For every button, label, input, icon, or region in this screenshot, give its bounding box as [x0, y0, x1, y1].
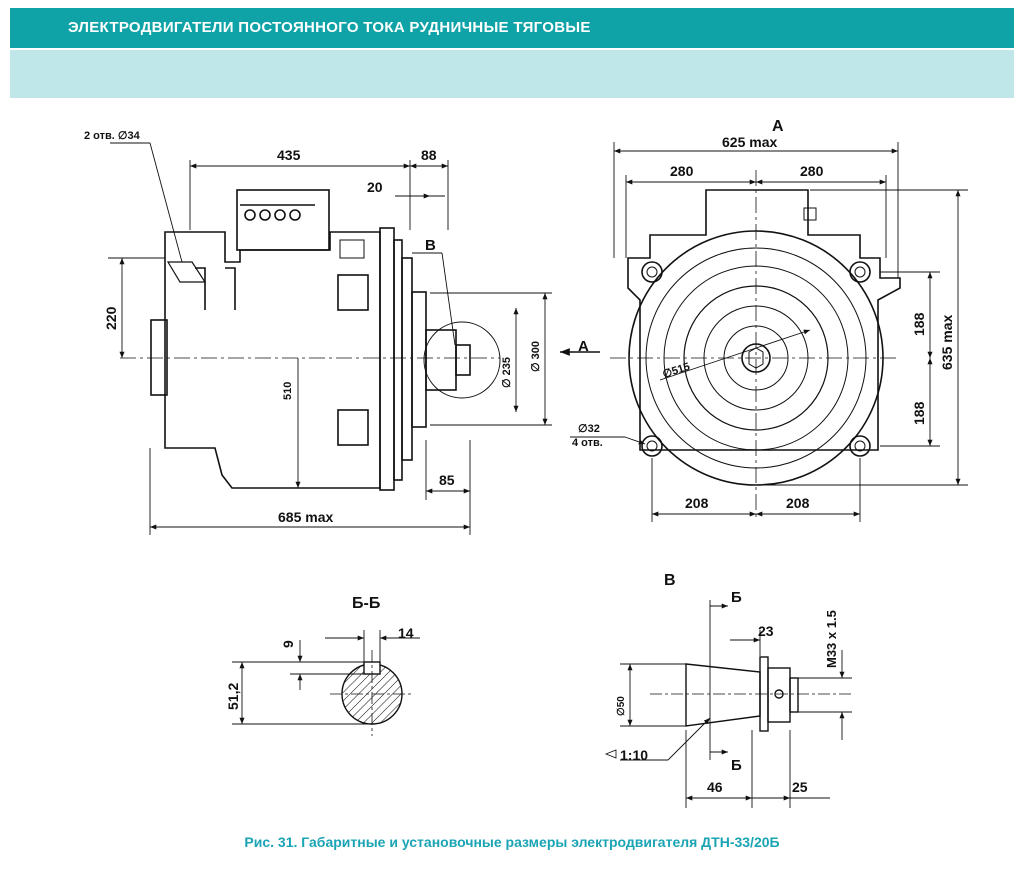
dim-685: 685 max	[278, 509, 333, 525]
label-b: B	[425, 237, 436, 254]
dim-14: 14	[398, 625, 414, 641]
view-arrow-a: A	[578, 338, 589, 355]
dim-300: ∅ 300	[530, 341, 542, 372]
dim-51: 51,2	[225, 683, 241, 710]
taper-ratio: 1:10	[620, 747, 648, 763]
dim-435: 435	[277, 147, 301, 163]
section-mark-top: Б	[731, 589, 742, 606]
side-view	[120, 189, 501, 491]
section-bb-dimensions	[232, 630, 420, 725]
label-a: A	[772, 118, 784, 135]
dim-510: 510	[282, 382, 294, 400]
dim-46: 46	[707, 779, 723, 795]
dim-280-right: 280	[800, 163, 824, 179]
header-bar: ЭЛЕКТРОДВИГАТЕЛИ ПОСТОЯННОГО ТОКА РУДНИЧ…	[10, 8, 1014, 48]
detail-b	[650, 656, 852, 732]
subheader-bar	[10, 50, 1014, 98]
dim-9: 9	[280, 640, 296, 648]
section-mark-bottom: Б	[731, 757, 742, 774]
figure-caption: Рис. 31. Габаритные и установочные разме…	[244, 834, 780, 850]
dim-635: 635 max	[939, 315, 955, 370]
dim-88: 88	[421, 147, 437, 163]
dim-20: 20	[367, 179, 383, 195]
dim-85: 85	[439, 472, 455, 488]
dim-25: 25	[792, 779, 808, 795]
detail-b-title: B	[664, 572, 676, 589]
front-view	[610, 170, 901, 520]
detail-b-dimensions	[604, 600, 852, 808]
dim-220: 220	[103, 306, 119, 330]
dim-235: ∅ 235	[501, 357, 513, 388]
dim-50: ∅50	[616, 696, 627, 716]
page-title: ЭЛЕКТРОДВИГАТЕЛИ ПОСТОЯННОГО ТОКА РУДНИЧ…	[68, 19, 591, 36]
dim-208-left: 208	[685, 495, 709, 511]
holes-note-32: ∅32	[578, 423, 600, 435]
dim-208-right: 208	[786, 495, 810, 511]
side-view-dimensions	[108, 142, 600, 535]
dim-thread: M33 x 1.5	[824, 610, 839, 668]
holes-note-count: 4 отв.	[572, 437, 603, 449]
dim-188-top: 188	[911, 312, 927, 336]
front-view-dimensions	[570, 142, 968, 522]
dim-188-bottom: 188	[911, 401, 927, 425]
holes-note: 2 отв. ∅34	[84, 130, 141, 142]
dim-625: 625 max	[722, 134, 777, 150]
section-bb-title: Б-Б	[352, 595, 380, 612]
dim-280-left: 280	[670, 163, 694, 179]
dim-23: 23	[758, 623, 774, 639]
section-bb	[330, 650, 412, 736]
